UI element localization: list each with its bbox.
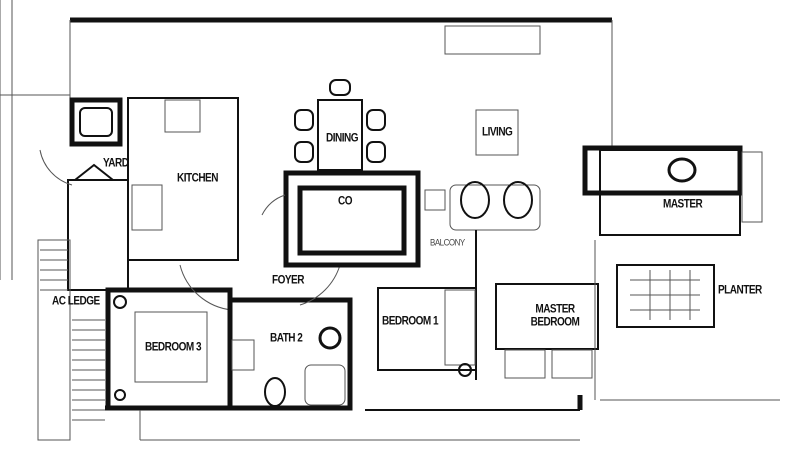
ac-ledge-area — [37, 239, 71, 441]
room-label-balcony: BALCONY — [430, 237, 465, 248]
yard-storage — [67, 179, 129, 291]
room-label-planter: PLANTER — [718, 283, 762, 298]
closet-outer — [283, 170, 421, 268]
tv-console — [444, 25, 541, 55]
living-sign — [475, 109, 519, 156]
sofa — [449, 184, 541, 231]
master-bath-walls — [599, 149, 741, 236]
toilet — [264, 377, 286, 407]
room-label-master-bedroom: MASTER BEDROOM — [530, 302, 580, 330]
ac-ledge-slats — [40, 249, 105, 421]
room-label-ac-ledge: AC LEDGE — [52, 294, 100, 309]
basin — [318, 326, 342, 350]
room-label-bedroom1: BEDROOM 1 — [382, 314, 439, 329]
planter-box — [616, 264, 715, 328]
room-label-bath2: BATH 2 — [270, 331, 303, 346]
closet-inner — [297, 185, 407, 256]
room-label-dining: DINING — [326, 131, 359, 146]
dining-chairs — [294, 79, 386, 163]
kitchen-walls — [127, 97, 239, 261]
master-bath-top — [582, 145, 743, 196]
bedroom1-walls — [377, 287, 477, 371]
bath2-walls — [227, 297, 353, 411]
room-label-master-bath: MASTER — [663, 197, 703, 212]
room-label-kitchen: KITCHEN — [177, 171, 218, 186]
room-label-living: LIVING — [482, 125, 513, 140]
room-label-yard: YARD — [103, 156, 129, 171]
room-label-bedroom3: BEDROOM 3 — [145, 340, 202, 355]
room-label-foyer: FOYER — [272, 273, 304, 288]
master-basin — [667, 157, 697, 183]
dining-table — [317, 99, 363, 171]
washer — [69, 97, 123, 147]
master-bed — [495, 283, 599, 350]
room-label-closet: CO — [338, 194, 353, 209]
